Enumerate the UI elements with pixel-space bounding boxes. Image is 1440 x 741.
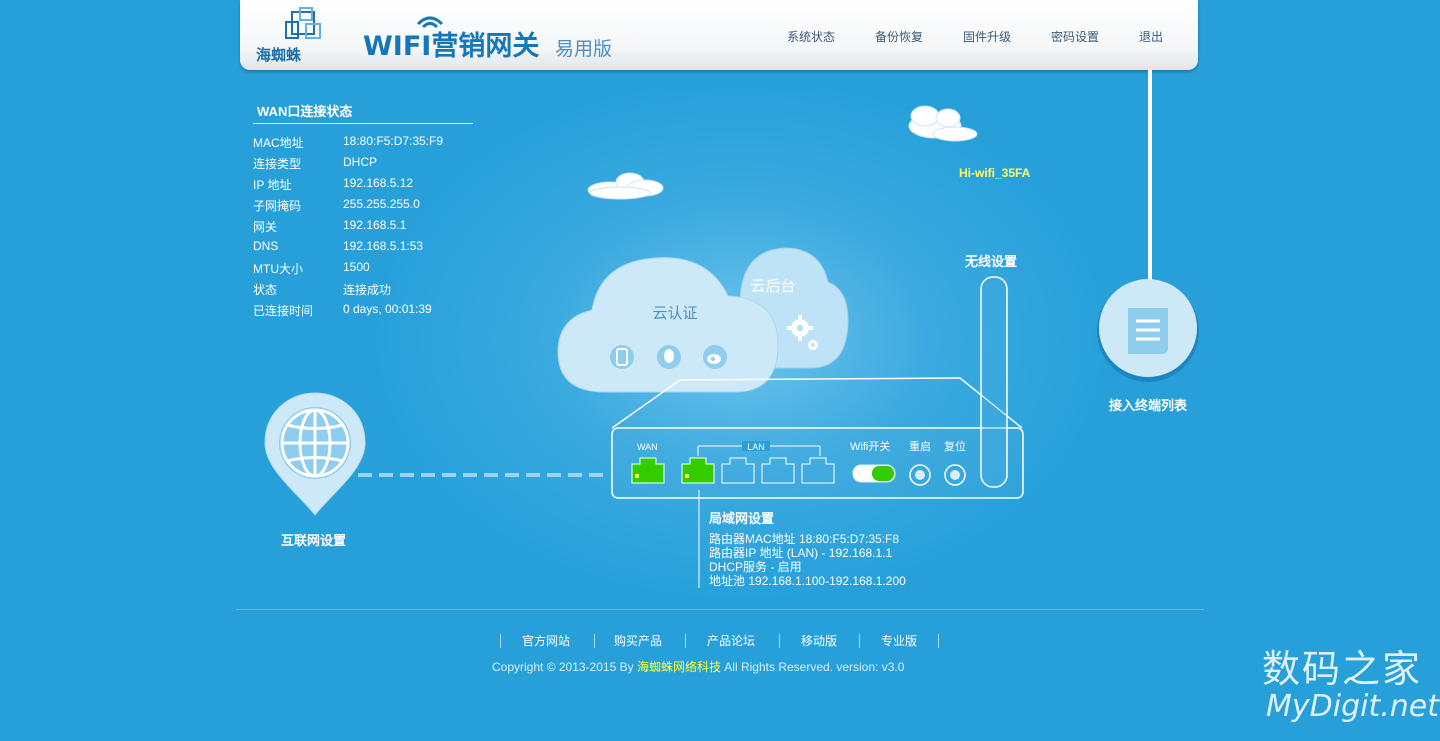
wan-status-title: WAN口连接状态 xyxy=(257,104,353,119)
brand-name: 海蜘蛛 xyxy=(256,46,302,64)
lan-port-label: LAN xyxy=(747,442,765,452)
nav-firmware-upgrade[interactable]: 固件升级 xyxy=(963,30,1012,44)
wan-key: 子网掩码 xyxy=(253,199,302,213)
footer-divider xyxy=(236,609,1204,610)
nav-system-status[interactable]: 系统状态 xyxy=(787,30,836,44)
wifi-ssid: Hi-wifi_35FA xyxy=(959,166,1031,180)
cloud-decoration-left xyxy=(587,172,664,200)
wan-value: 192.168.5.1 xyxy=(343,218,407,232)
wan-key: MTU大小 xyxy=(253,262,303,276)
watermark: 数码之家 MyDigit.net xyxy=(1262,638,1439,724)
lan-settings-title: 局域网设置 xyxy=(709,511,775,526)
footer-separator xyxy=(859,634,860,648)
copyright-prefix: Copyright © 2013-2015 By xyxy=(492,660,634,674)
globe-icon xyxy=(280,408,350,478)
lan-port-3[interactable] xyxy=(761,457,795,484)
footer-official-site[interactable]: 官方网站 xyxy=(522,634,571,648)
wan-key: DNS xyxy=(253,239,279,253)
internet-settings-pin[interactable] xyxy=(264,392,366,516)
footer-mobile[interactable]: 移动版 xyxy=(801,634,838,648)
qq-icon xyxy=(657,345,681,369)
wifi-toggle[interactable] xyxy=(852,464,896,483)
footer-separator xyxy=(779,634,780,648)
footer-separator xyxy=(938,634,939,648)
wan-port[interactable] xyxy=(631,457,665,484)
document-list-icon xyxy=(1128,308,1168,354)
cloud-decoration-right xyxy=(908,105,978,142)
wan-value: DHCP xyxy=(343,155,378,169)
wan-value: 18:80:F5:D7:35:F9 xyxy=(343,134,444,148)
wan-key: 状态 xyxy=(253,283,278,297)
wan-key: MAC地址 xyxy=(253,136,304,150)
lan-label-bg xyxy=(742,441,770,451)
reset-label: 复位 xyxy=(944,439,966,453)
nav-logout[interactable]: 退出 xyxy=(1139,30,1164,44)
footer-buy-product[interactable]: 购买产品 xyxy=(614,634,663,648)
wifi-icon xyxy=(416,16,444,29)
lan-port-1[interactable] xyxy=(681,457,715,484)
reset-button[interactable] xyxy=(944,464,966,486)
wireless-settings-link[interactable]: 无线设置 xyxy=(965,254,1018,269)
product-edition: 易用版 xyxy=(555,38,613,60)
footer-forum[interactable]: 产品论坛 xyxy=(707,634,756,648)
wan-value: 192.168.5.1:53 xyxy=(343,239,424,253)
cloud-backend-label: 云后台 xyxy=(750,278,795,295)
product-title: WIFI营销网关 xyxy=(363,31,540,62)
wan-key: 连接类型 xyxy=(253,157,302,171)
wan-value: 1500 xyxy=(343,260,370,274)
footer-separator xyxy=(594,634,595,648)
logo-icon xyxy=(285,7,321,39)
router xyxy=(611,377,1024,499)
phone-icon xyxy=(610,345,634,369)
lan-ip: 路由器IP 地址 (LAN) - 192.168.1.1 xyxy=(709,546,893,560)
wan-value: 192.168.5.12 xyxy=(343,176,414,190)
client-list-label[interactable]: 接入终端列表 xyxy=(1109,398,1188,413)
company-link[interactable]: 海蜘蛛网络科技 xyxy=(636,660,721,674)
wan-key: 网关 xyxy=(253,220,278,234)
footer-pro[interactable]: 专业版 xyxy=(881,634,918,648)
footer-separator xyxy=(500,634,501,648)
wan-value: 255.255.255.0 xyxy=(343,197,420,211)
lan-dhcp: DHCP服务 - 启用 xyxy=(709,560,802,574)
antenna xyxy=(980,276,1008,488)
nav-password-settings[interactable]: 密码设置 xyxy=(1051,30,1100,44)
client-list-button[interactable] xyxy=(1097,279,1199,382)
copyright: Copyright © 2013-2015 By 海蜘蛛网络科技 All Rig… xyxy=(492,658,904,675)
restart-label: 重启 xyxy=(909,439,931,453)
wan-value: 0 days, 00:01:39 xyxy=(343,302,432,316)
internet-settings-label[interactable]: 互联网设置 xyxy=(281,533,347,548)
header-bar: 海蜘蛛 WIFI营销网关 易用版 系统状态 备份恢复 固件升级 密码设置 退出 xyxy=(240,0,1198,70)
lan-mac: 路由器MAC地址 18:80:F5:D7:35:F8 xyxy=(709,532,900,546)
footer-separator xyxy=(685,634,686,648)
watermark-cn: 数码之家 xyxy=(1262,647,1423,691)
restart-button[interactable] xyxy=(909,464,931,486)
wan-port-label: WAN xyxy=(637,442,658,452)
nav-backup-restore[interactable]: 备份恢复 xyxy=(875,30,924,44)
wan-key: IP 地址 xyxy=(253,178,292,192)
lan-port-4[interactable] xyxy=(801,457,835,484)
wan-value: 连接成功 xyxy=(343,283,392,297)
wan-key: 已连接时间 xyxy=(253,304,314,318)
wan-divider xyxy=(253,123,473,124)
weibo-icon xyxy=(703,345,727,369)
gear-icon xyxy=(787,315,818,350)
lan-pool: 地址池 192.168.1.100-192.168.1.200 xyxy=(709,574,906,588)
wifi-switch-label: Wifi开关 xyxy=(850,439,890,453)
cloud-auth-label: 云认证 xyxy=(652,305,697,322)
copyright-suffix: All Rights Reserved. version: v3.0 xyxy=(724,660,905,674)
watermark-en: MyDigit.net xyxy=(1266,689,1439,724)
lan-port-2[interactable] xyxy=(721,457,755,484)
lan-settings-info[interactable]: 局域网设置 路由器MAC地址 18:80:F5:D7:35:F8 路由器IP 地… xyxy=(709,511,906,589)
